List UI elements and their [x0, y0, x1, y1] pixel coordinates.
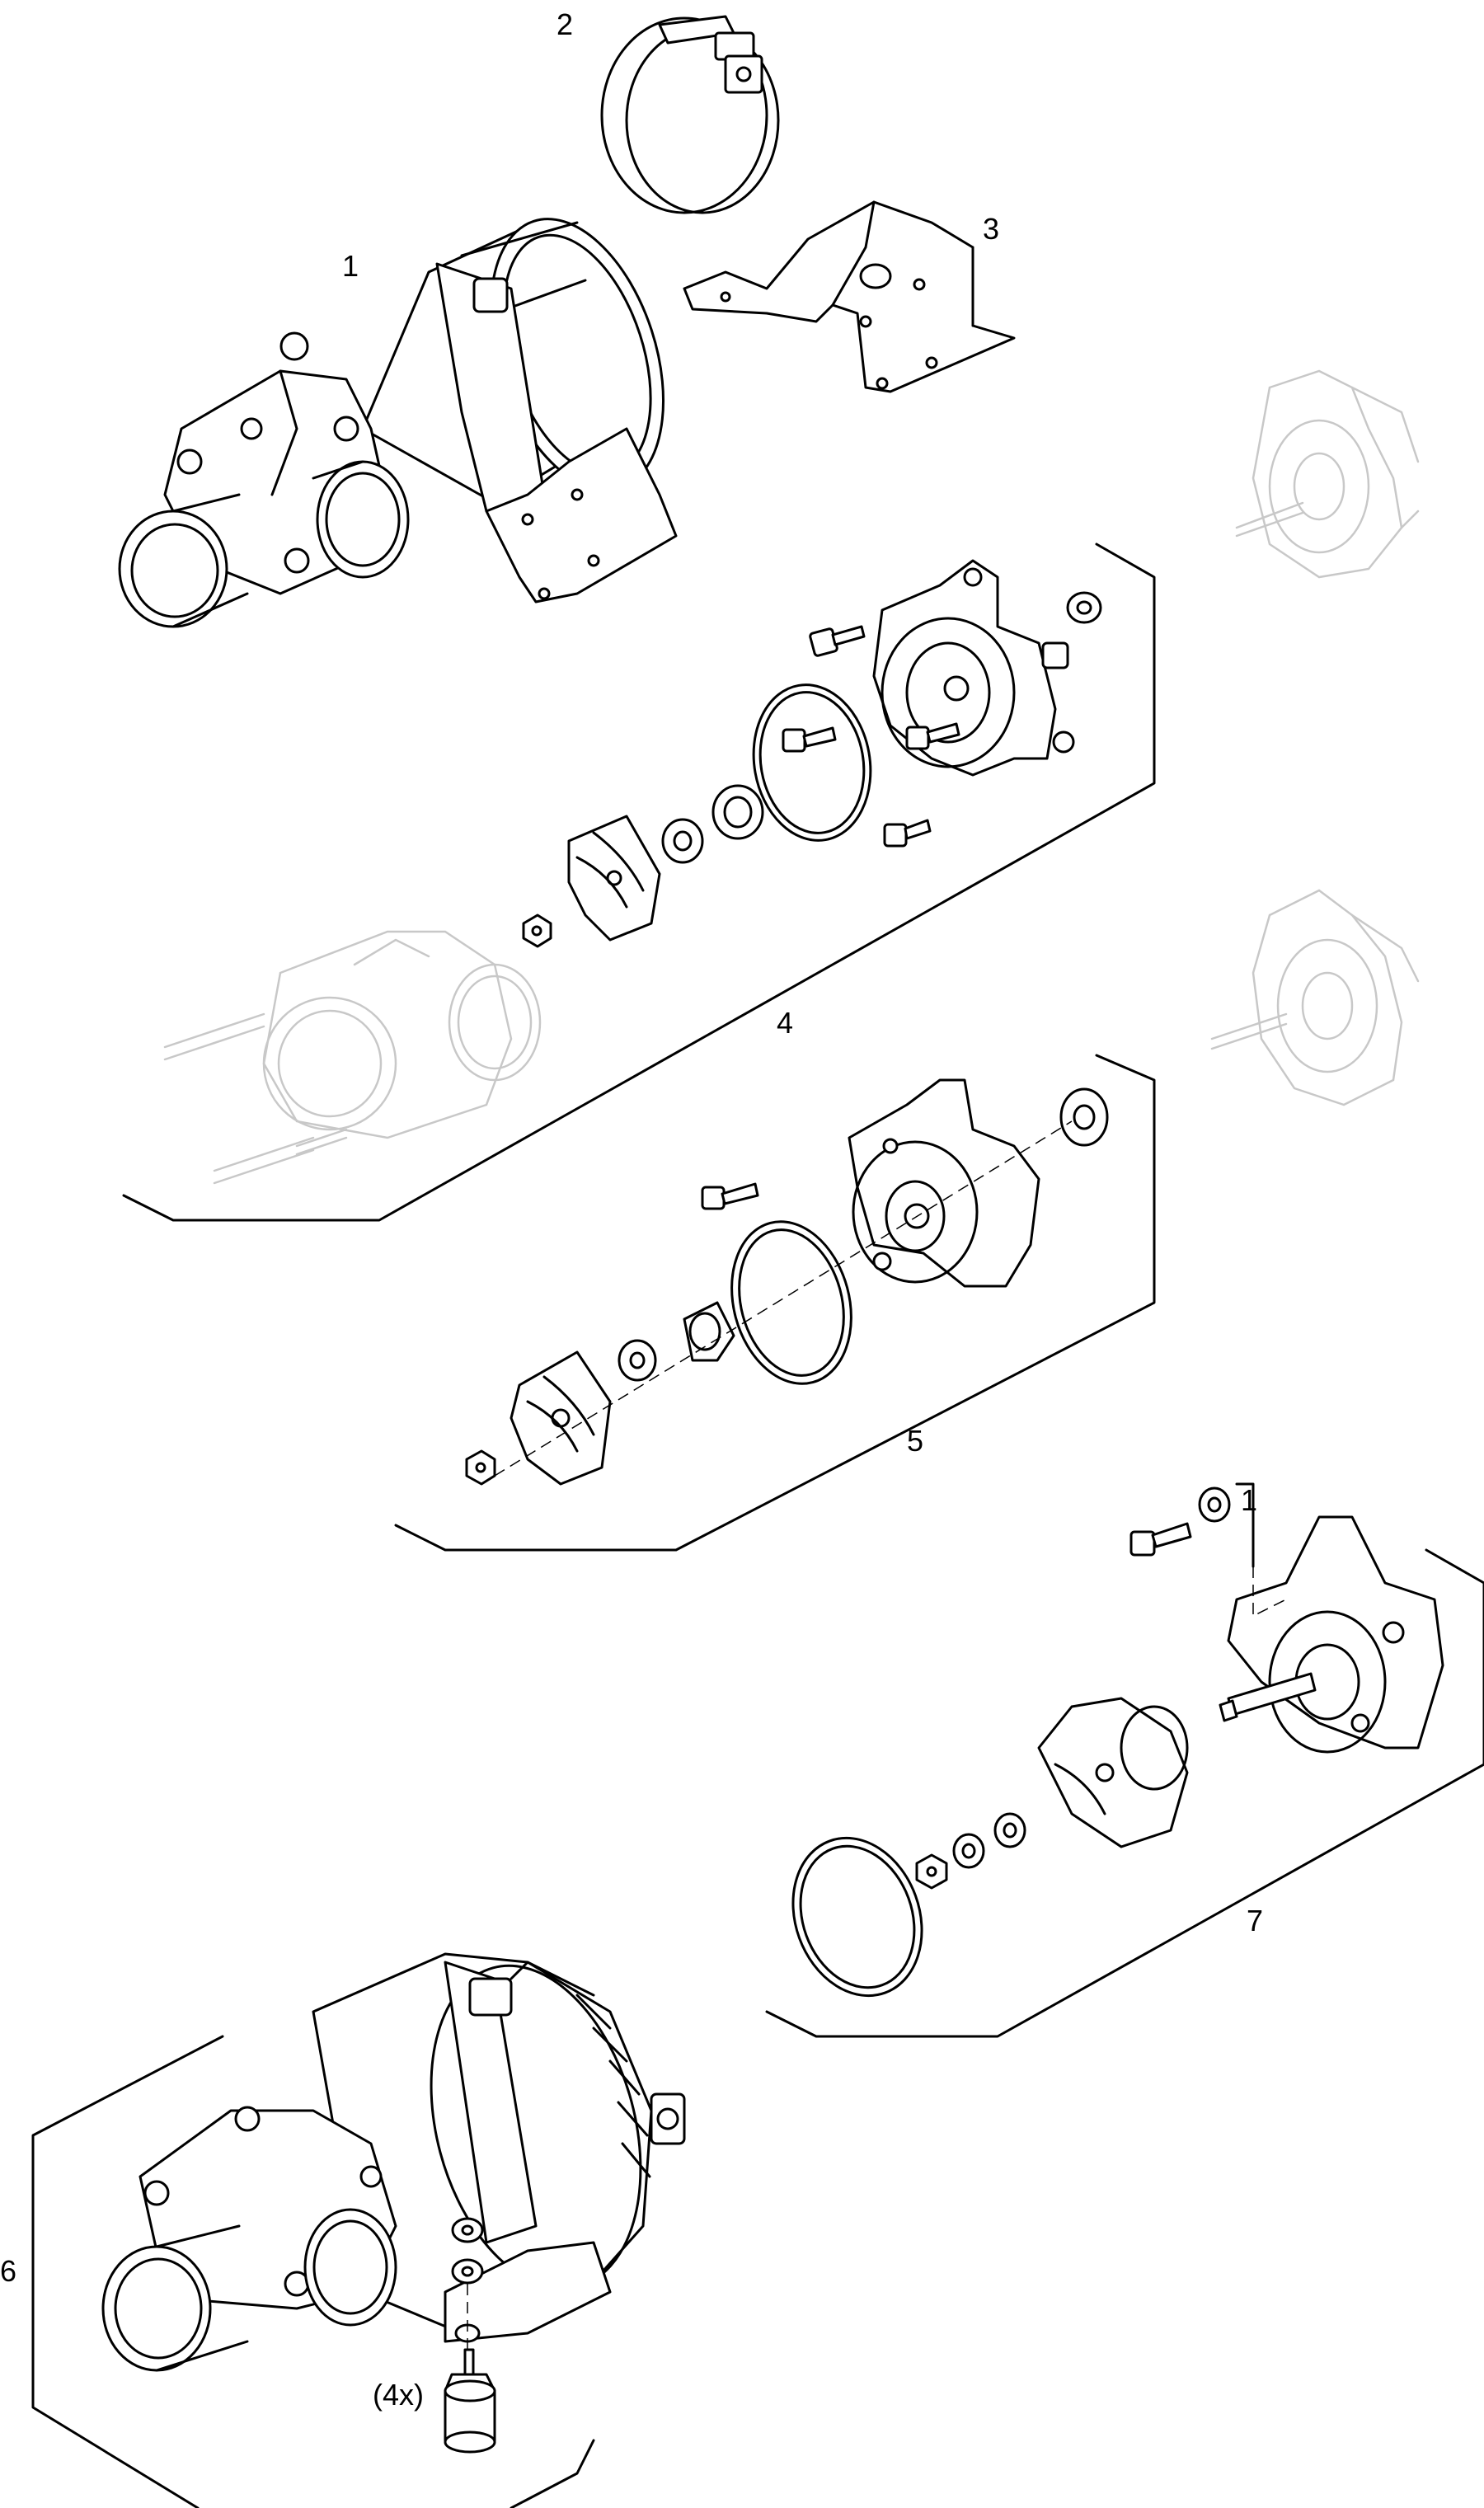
part-6-pump-assembly[interactable]: [31, 1942, 686, 2508]
label-1: 1: [342, 249, 359, 283]
label-7: 7: [1247, 1904, 1263, 1937]
part-3-mounting-bracket[interactable]: [683, 200, 1016, 393]
part-7-pump-head-kit[interactable]: [765, 1482, 1484, 2038]
label-4: 4: [777, 1006, 793, 1040]
ghost-pump-head-middle: [1210, 889, 1420, 1106]
label-2: 2: [556, 7, 573, 41]
ghost-pump-head-top: [1235, 369, 1420, 579]
part-1-pump-assembly[interactable]: [118, 197, 695, 628]
label-3: 3: [983, 212, 999, 246]
label-5: 5: [907, 1424, 923, 1458]
label-reference-1: 1: [1241, 1483, 1257, 1517]
part-4-pump-head-kit[interactable]: [122, 542, 1156, 1222]
label-6: 6: [0, 2254, 16, 2288]
ghost-pump-body-middle: [163, 930, 542, 1185]
part-2-hose-clamp[interactable]: [600, 15, 780, 214]
part-5-pump-head-kit[interactable]: [394, 1054, 1156, 1552]
label-quantity-4x: (4x): [373, 2378, 424, 2412]
